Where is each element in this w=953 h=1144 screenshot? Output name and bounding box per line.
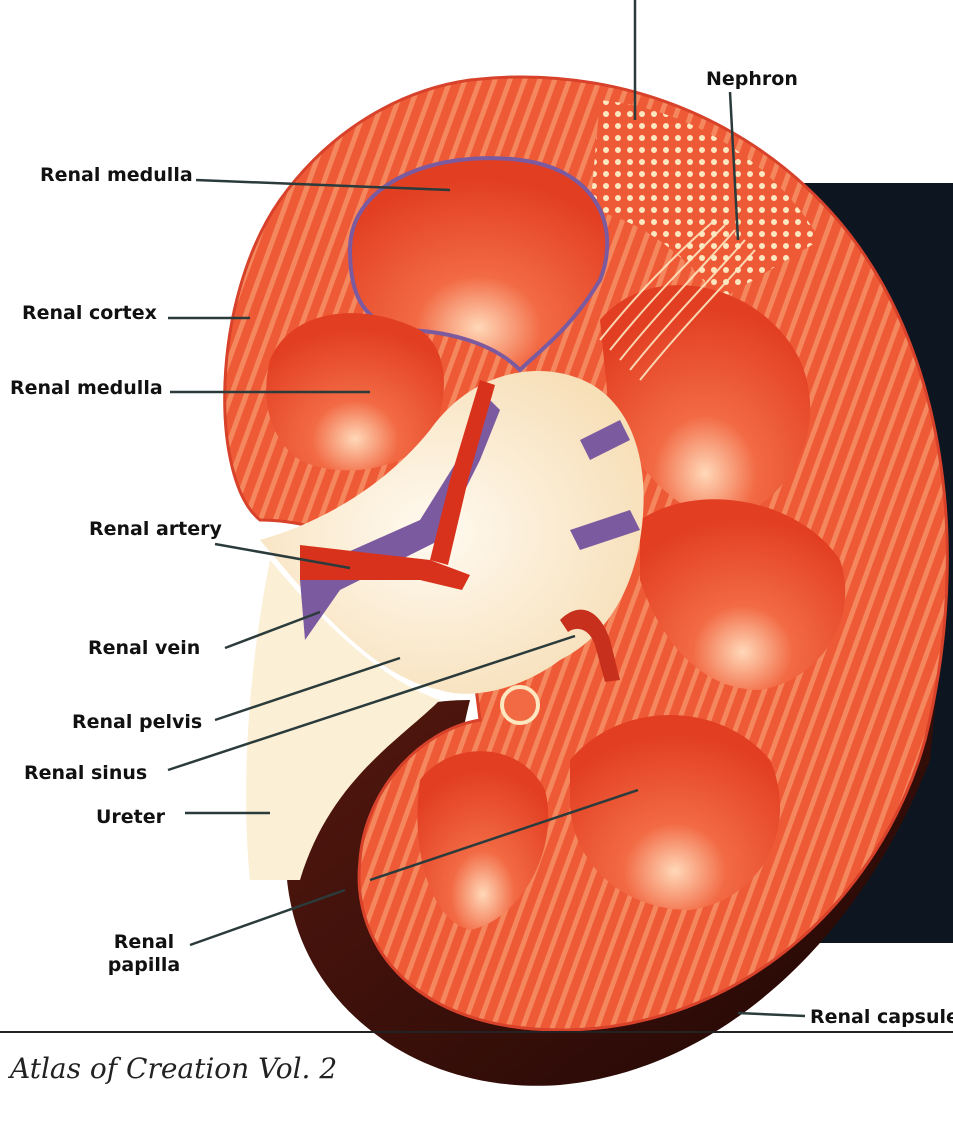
label-nephron: Nephron bbox=[706, 68, 798, 90]
label-renal-papilla-line2: papilla bbox=[106, 954, 182, 976]
label-renal-artery: Renal artery bbox=[89, 518, 222, 540]
label-renal-vein: Renal vein bbox=[88, 637, 200, 659]
label-renal-pelvis: Renal pelvis bbox=[72, 711, 202, 733]
footer-caption: Atlas of Creation Vol. 2 bbox=[10, 1052, 337, 1085]
label-renal-papilla-line1: Renal bbox=[106, 931, 182, 953]
label-renal-sinus: Renal sinus bbox=[24, 762, 147, 784]
label-renal-capsule: Renal capsule bbox=[810, 1006, 953, 1028]
footer-rule bbox=[0, 1031, 953, 1033]
papilla-circle bbox=[502, 687, 538, 723]
label-renal-cortex: Renal cortex bbox=[22, 302, 157, 324]
label-renal-medulla-top: Renal medulla bbox=[40, 164, 193, 186]
label-ureter: Ureter bbox=[96, 806, 165, 828]
label-renal-medulla-mid: Renal medulla bbox=[10, 377, 163, 399]
